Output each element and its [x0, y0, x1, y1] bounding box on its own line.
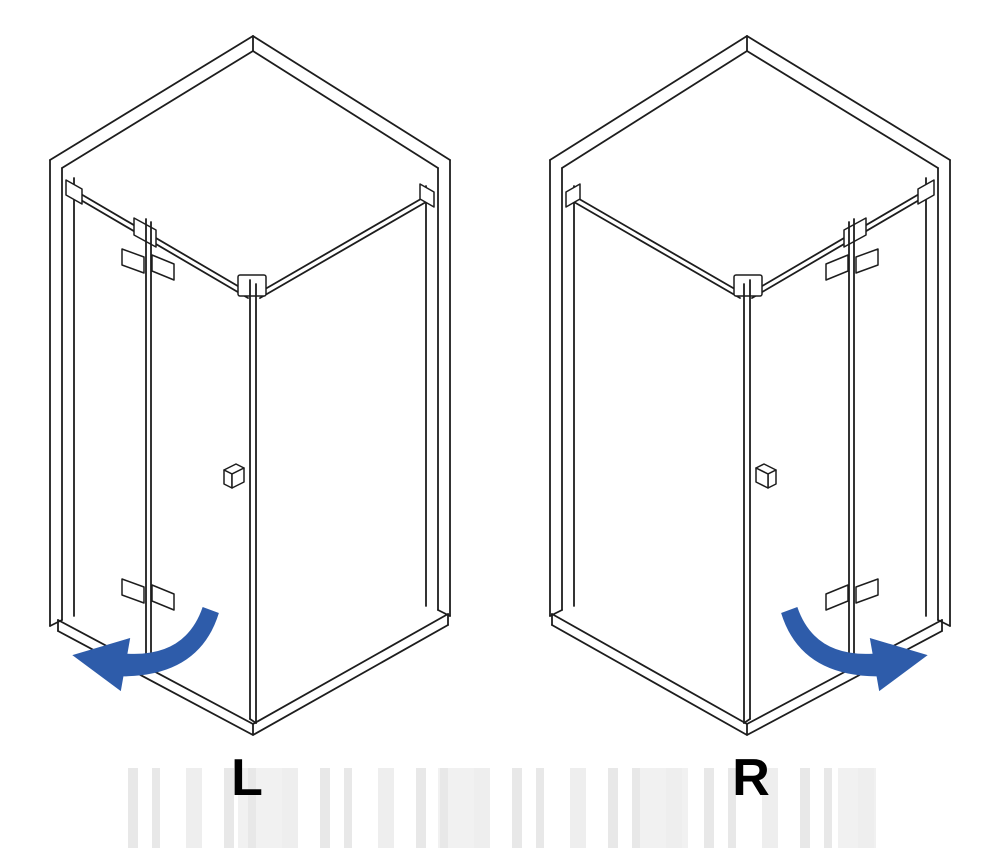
diagram-stage: L R	[28, 18, 972, 808]
label-right-variant: R	[732, 749, 771, 807]
figure-left-door-variant: L	[28, 18, 468, 808]
shower-enclosure-right-drawing	[548, 35, 951, 736]
watermark-cropped-text	[128, 768, 876, 848]
enclosure-right-instance	[548, 35, 951, 736]
figure-right-door-variant: R	[532, 18, 972, 808]
enclosure-left-instance	[48, 35, 451, 736]
label-left-variant: L	[231, 749, 264, 807]
shower-enclosure-left-drawing	[48, 35, 451, 736]
